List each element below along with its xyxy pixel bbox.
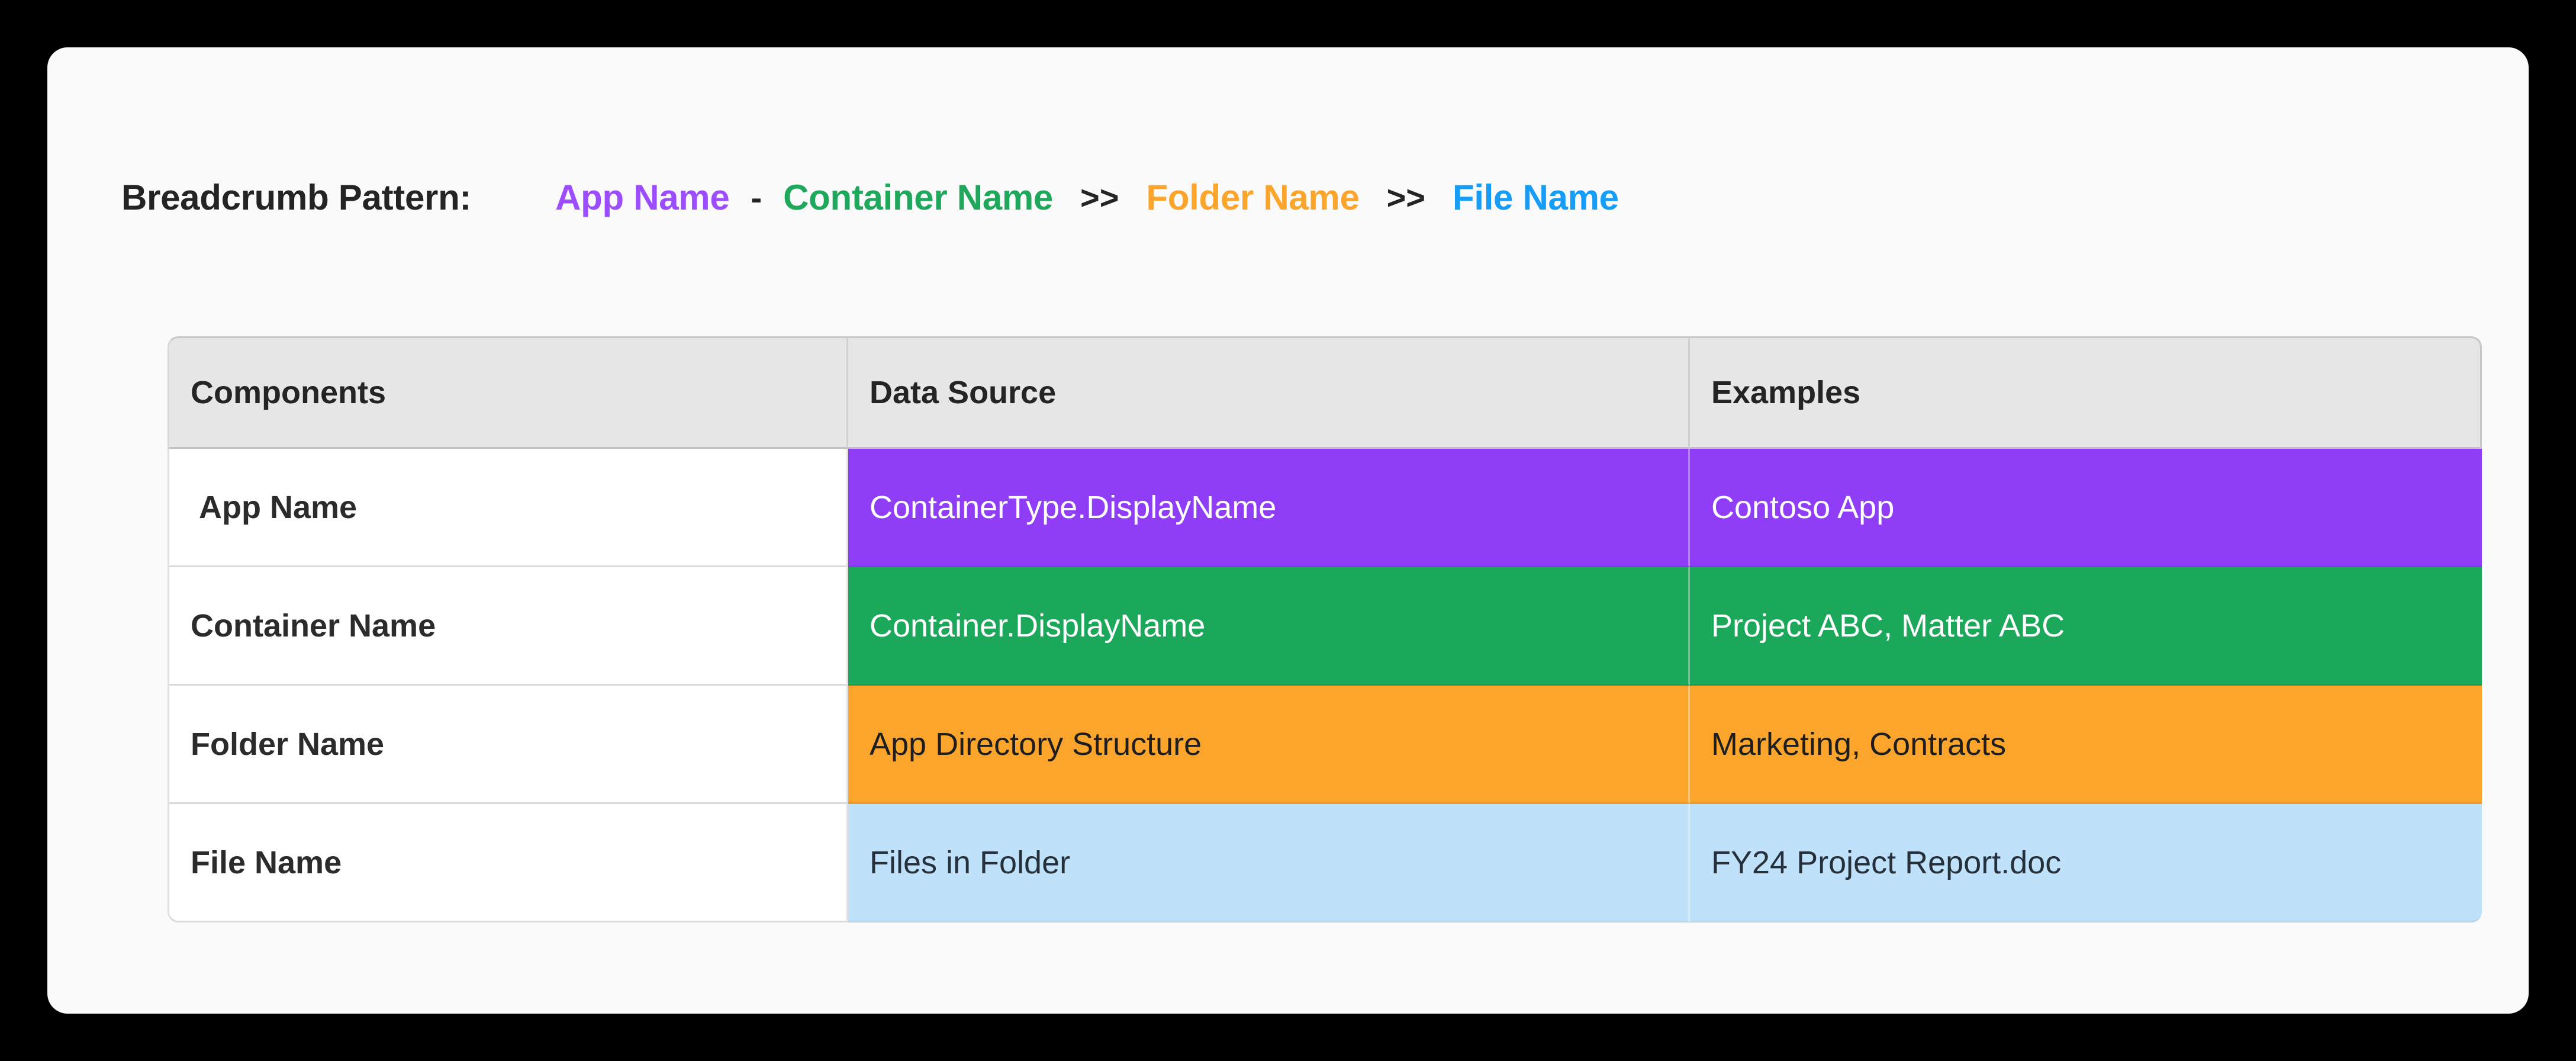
- breadcrumb-segment-file-name[interactable]: File Name: [1452, 177, 1619, 217]
- breadcrumb-separator-dash: -: [751, 178, 762, 216]
- table-row: Container Name Container.DisplayName Pro…: [168, 567, 2482, 686]
- cell-example-folder-name: Marketing, Contracts: [1690, 686, 2482, 804]
- breadcrumb-segment-app-name[interactable]: App Name: [555, 177, 730, 217]
- table-head: Components Data Source Examples: [168, 336, 2482, 449]
- breadcrumb-segment-container-name[interactable]: Container Name: [783, 177, 1054, 217]
- column-header-examples: Examples: [1690, 336, 2482, 449]
- breadcrumb: Breadcrumb Pattern: App Name - Container…: [121, 169, 1619, 226]
- cell-component-app-name: App Name: [168, 449, 848, 567]
- column-header-components: Components: [168, 336, 848, 449]
- cell-data-source-app-name: ContainerType.DisplayName: [848, 449, 1690, 567]
- table-row: Folder Name App Directory Structure Mark…: [168, 686, 2482, 804]
- breadcrumb-components-table: Components Data Source Examples App Name…: [168, 336, 2482, 922]
- cell-example-app-name: Contoso App: [1690, 449, 2482, 567]
- cell-example-file-name: FY24 Project Report.doc: [1690, 804, 2482, 922]
- table-header-row: Components Data Source Examples: [168, 336, 2482, 449]
- cell-component-file-name: File Name: [168, 804, 848, 922]
- table-row: App Name ContainerType.DisplayName Conto…: [168, 449, 2482, 567]
- breadcrumb-separator-chevron-1: >>: [1080, 178, 1119, 216]
- cell-example-container-name: Project ABC, Matter ABC: [1690, 567, 2482, 686]
- column-header-data-source: Data Source: [848, 336, 1690, 449]
- cell-data-source-file-name: Files in Folder: [848, 804, 1690, 922]
- breadcrumb-separator-chevron-2: >>: [1386, 178, 1425, 216]
- cell-data-source-container-name: Container.DisplayName: [848, 567, 1690, 686]
- table-body: App Name ContainerType.DisplayName Conto…: [168, 449, 2482, 922]
- cell-component-folder-name: Folder Name: [168, 686, 848, 804]
- table-row: File Name Files in Folder FY24 Project R…: [168, 804, 2482, 922]
- cell-component-container-name: Container Name: [168, 567, 848, 686]
- breadcrumb-pattern-label: Breadcrumb Pattern:: [121, 177, 472, 217]
- cell-data-source-folder-name: App Directory Structure: [848, 686, 1690, 804]
- breadcrumb-segment-folder-name[interactable]: Folder Name: [1146, 177, 1360, 217]
- content-card: Breadcrumb Pattern: App Name - Container…: [47, 47, 2529, 1014]
